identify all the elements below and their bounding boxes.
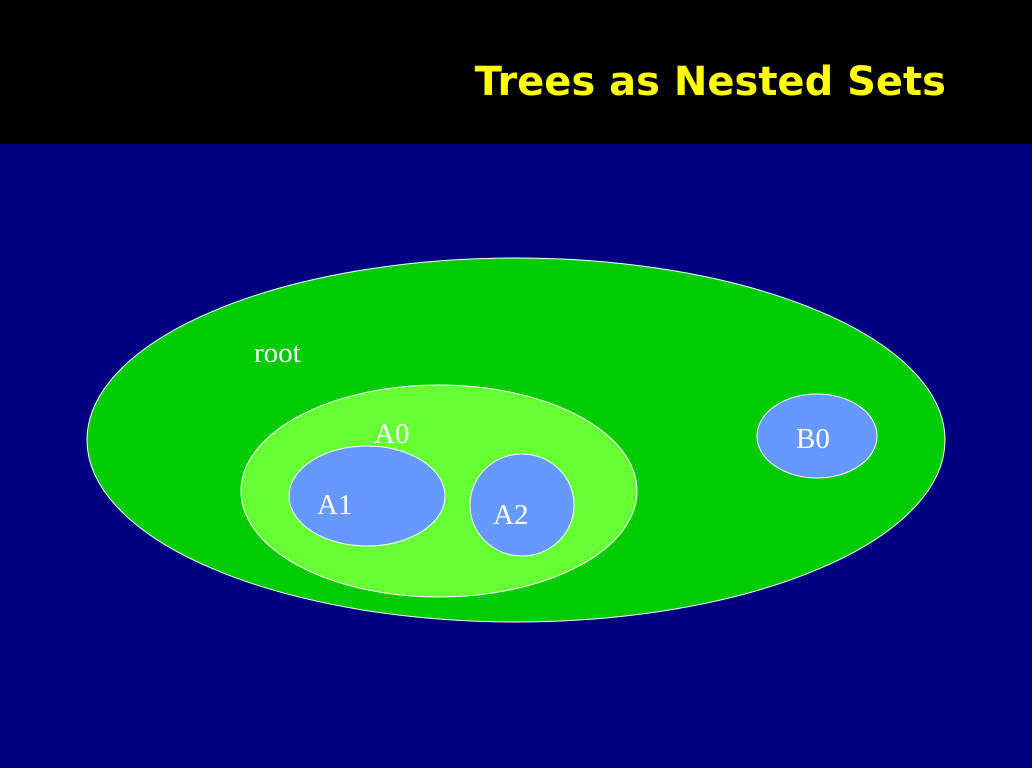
title-bar: Trees as Nested Sets [0, 0, 1032, 144]
slide-title: Trees as Nested Sets [474, 59, 946, 105]
set-a2-ellipse [469, 453, 575, 557]
set-a2-label: A2 [493, 499, 528, 531]
set-root-label: root [254, 337, 301, 369]
set-a0-label: A0 [374, 418, 409, 450]
set-a1-label: A1 [317, 489, 352, 521]
set-a1-ellipse [288, 445, 446, 547]
set-b0-ellipse [756, 393, 878, 479]
set-b0-label: B0 [796, 423, 830, 455]
